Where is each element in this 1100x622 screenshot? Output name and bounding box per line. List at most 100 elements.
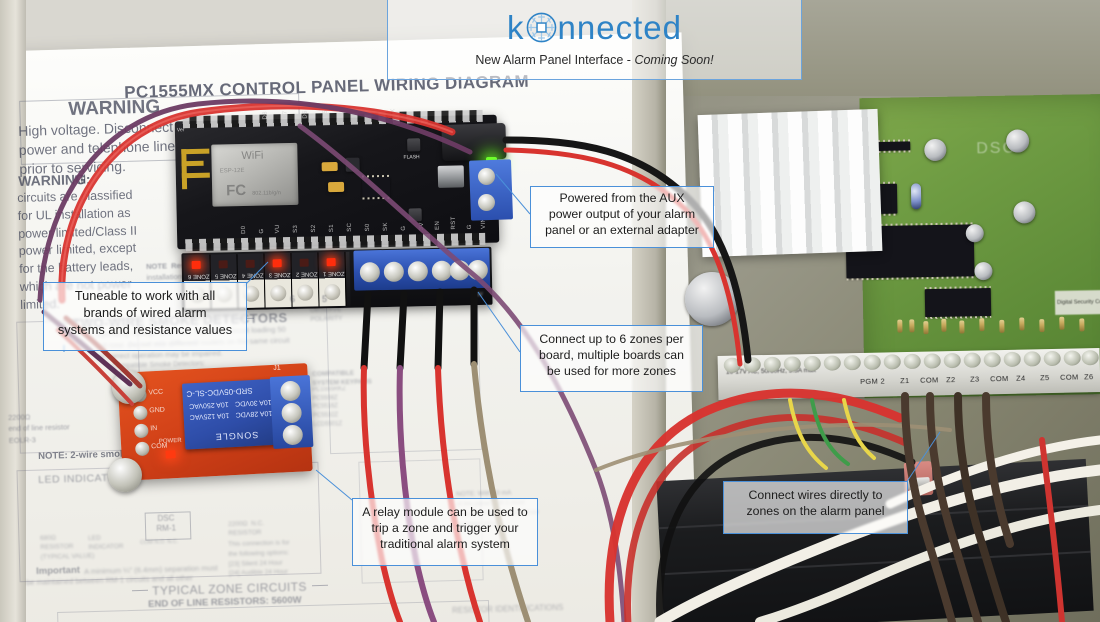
konnected-power-label: +5V	[472, 292, 483, 298]
enclosure-left-edge	[0, 0, 26, 622]
flash-button[interactable]	[407, 138, 421, 152]
callout-relay-line-3: traditional alarm system	[380, 537, 510, 552]
smd-cap	[321, 161, 338, 172]
reset-button[interactable]	[408, 208, 422, 222]
blue-screw-2[interactable]	[383, 261, 405, 283]
module-wifi-label: WiFi	[241, 149, 264, 162]
zone-label-2: ZONE 2	[295, 270, 318, 277]
schematic-box-2	[16, 461, 322, 583]
terminal-screw	[943, 352, 961, 369]
relay-pin-gnd[interactable]	[133, 405, 148, 421]
zone-terminal-2[interactable]: ZONE 2	[291, 252, 320, 307]
zone-screw-2[interactable]	[297, 284, 314, 301]
ver-silk-label: Ver	[176, 127, 185, 134]
zone-screw-3[interactable]	[270, 285, 287, 302]
relay-label-in: IN	[150, 425, 158, 433]
transformer-heatsink	[697, 108, 883, 258]
resistor	[1019, 317, 1025, 331]
zone-led-4	[245, 259, 255, 268]
songle-relay: SRD-05VDC-SL-C 10A 250VAC 10A 30VDC 10A …	[181, 378, 282, 450]
resistor	[1039, 319, 1045, 333]
callout-zones: Connect up to 6 zones per board, multipl…	[520, 325, 703, 392]
pin-label-top-tx: TX	[390, 108, 397, 117]
battery-terminal	[903, 460, 934, 497]
relay-screw-com[interactable]	[281, 402, 303, 424]
relay-screw-no[interactable]	[279, 380, 301, 402]
zone-label-4: ZONE 4	[241, 271, 264, 278]
callout-power: Powered from the AUX power output of you…	[530, 186, 714, 248]
logo-text-left: k	[507, 9, 525, 46]
terminal-screw	[883, 354, 901, 370]
aux-terminal-screw	[478, 168, 495, 185]
terminal-label-com1: COM	[920, 375, 939, 385]
terminal-label-pgm2: PGM 2	[860, 376, 886, 387]
terminal-screw	[983, 352, 1001, 368]
terminal-number-5: 5	[322, 294, 328, 304]
konnected-logo[interactable]: k	[507, 11, 682, 44]
pin-label-en: EN	[434, 220, 442, 230]
capacitor-c12	[974, 261, 993, 281]
banner-tagline-italic: Coming Soon!	[634, 53, 714, 67]
relay-part-number: SRD-05VDC-SL-C	[186, 385, 253, 399]
esp12e-module: WiFi ESP-12E FC 802.11b/g/n	[211, 142, 299, 207]
zone-led-3	[272, 259, 282, 268]
capacitor-c10	[1013, 201, 1036, 224]
warning-heading: WARNING	[68, 96, 161, 120]
terminal-screw	[1003, 351, 1021, 368]
relay-rating-1: 10A 250VAC	[188, 400, 229, 410]
terminal-label-z4: Z4	[1016, 373, 1026, 383]
pin-label-top-d5: D5	[322, 109, 329, 119]
pin-label-sc: SC	[346, 222, 354, 232]
relay-brand: SONGLE	[214, 429, 259, 443]
terminal-label-z1: Z1	[900, 375, 910, 386]
resistor	[1079, 318, 1085, 332]
terminal-screw	[1043, 350, 1061, 367]
callout-tuneable-line-1: Tuneable to work with all	[74, 288, 216, 303]
blue-screw-1[interactable]	[359, 262, 381, 283]
konnected-blue-terminal-block[interactable]	[353, 247, 491, 291]
pin-label-top-d7: D7	[282, 110, 289, 120]
terminal-screw	[963, 352, 981, 368]
callout-power-line-1: Powered from the AUX	[559, 191, 685, 205]
terminal-label-z3: Z3	[970, 374, 980, 384]
header-banner: k	[387, 0, 802, 80]
relay-screw-nc[interactable]	[282, 424, 304, 446]
module-fcc-label: FC	[225, 181, 247, 200]
flash-silk-label: FLASH	[403, 154, 420, 161]
resistor	[923, 321, 929, 335]
zone-terminal-3[interactable]: ZONE 3	[264, 252, 293, 308]
relay-pin-com[interactable]	[134, 441, 150, 457]
relay-label-gnd: GND	[149, 406, 166, 415]
terminal-screw	[903, 353, 921, 370]
pin-label-s2: S2	[310, 224, 318, 233]
relay-pin-in[interactable]	[134, 423, 149, 439]
pin-label-rst: RST	[450, 216, 458, 230]
large-electrolytic-capacitor	[685, 272, 739, 326]
zone-label-5: ZONE 5	[214, 272, 237, 279]
relay-screw-terminal[interactable]	[269, 374, 314, 449]
zone-label-3: ZONE 3	[268, 270, 291, 278]
callout-relay-line-1: A relay module can be used to	[362, 505, 528, 519]
callout-zones-line-1: Connect up to 6 zones per	[539, 332, 684, 346]
relay-rating-4: 10A 28VDC	[235, 408, 273, 418]
banner-tagline: New Alarm Panel Interface - Coming Soon!	[475, 53, 713, 67]
mounting-standoff-bottom	[108, 458, 142, 492]
module-part-label: ESP-12E	[219, 167, 245, 175]
pin-label-g: G	[258, 228, 266, 234]
blue-screw-6[interactable]	[467, 259, 489, 281]
mounting-standoff-top	[112, 370, 146, 404]
resistor	[1059, 316, 1065, 330]
blue-screw-3[interactable]	[407, 261, 429, 282]
callout-wires: Connect wires directly to zones on the a…	[723, 481, 908, 534]
pin-label-sk: SK	[382, 222, 390, 232]
pin-label-d0: D0	[240, 225, 248, 235]
zone-label-1: ZONE 1	[322, 269, 345, 277]
relay-label-j1: J1	[273, 364, 281, 372]
callout-power-line-2: power output of your alarm	[548, 207, 696, 222]
konnected-snowflake-square-icon	[526, 12, 557, 43]
resistor	[941, 318, 947, 332]
ic-u3	[924, 288, 992, 318]
capacitor-blue	[910, 183, 922, 210]
micro-usb-connector[interactable]	[437, 165, 465, 188]
callout-power-line-3: panel or an external adapter	[545, 223, 699, 238]
